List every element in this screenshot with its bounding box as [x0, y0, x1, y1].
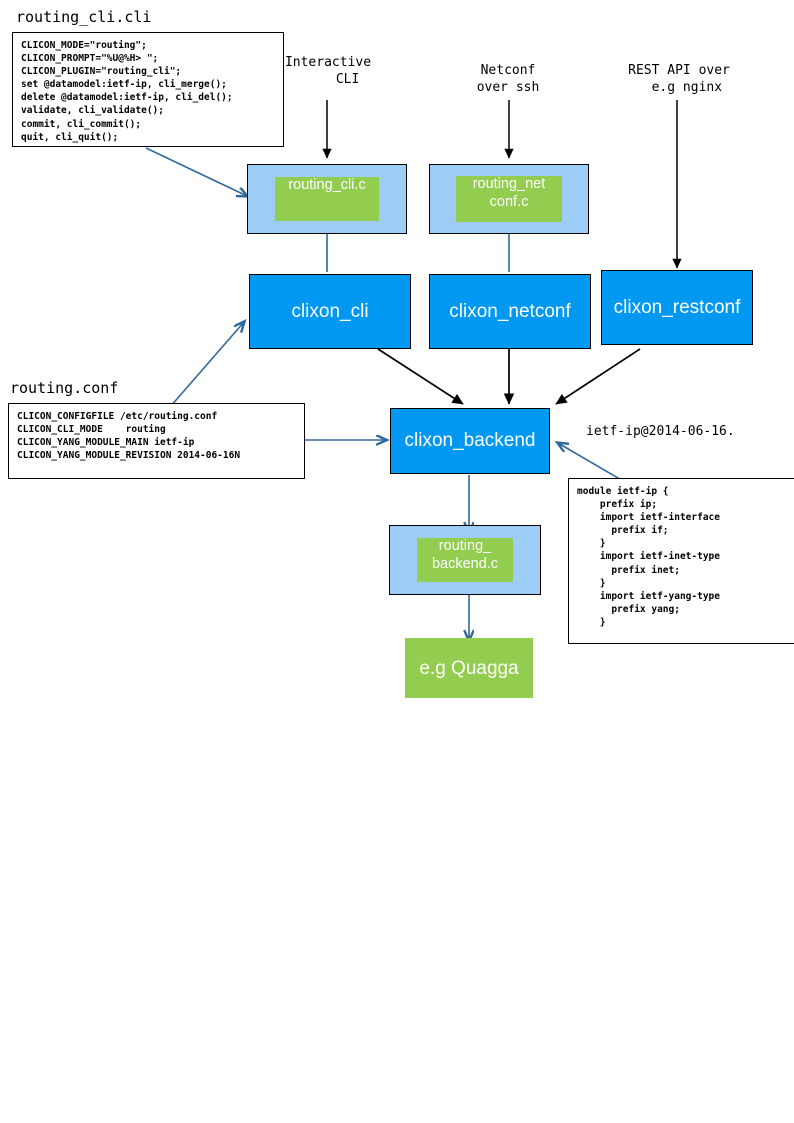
conf-file-title: routing.conf: [10, 379, 119, 397]
routing-daemon-quagga[interactable]: e.g Quagga: [405, 638, 533, 698]
plugin-routing-netconf-c[interactable]: routing_net conf.c: [456, 176, 562, 222]
cli-file-title: routing_cli.cli: [16, 8, 152, 26]
process-clixon-cli[interactable]: clixon_cli: [249, 274, 411, 349]
annotation-netconf-ssh: Netconf over ssh: [476, 63, 540, 95]
edge-clifile-to-plugin: [145, 147, 247, 196]
annotation-interactive-cli: Interactive CLI: [284, 55, 372, 87]
process-clixon-backend[interactable]: clixon_backend: [390, 408, 550, 474]
process-clixon-netconf[interactable]: clixon_netconf: [429, 274, 591, 349]
plugin-routing-cli-c[interactable]: routing_cli.c: [275, 177, 379, 221]
process-clixon-restconf[interactable]: clixon_restconf: [601, 270, 753, 345]
plugin-routing-backend-c[interactable]: routing_ backend.c: [417, 538, 513, 582]
container-routing-netconf-plugin: routing_net conf.c: [429, 164, 589, 234]
ipc-arrows: [377, 348, 641, 405]
container-routing-backend-plugin: routing_ backend.c: [389, 525, 541, 595]
conf-file-codebox: CLICON_CONFIGFILE /etc/routing.conf CLIC…: [8, 403, 305, 479]
annotation-rest-api: REST API over e.g nginx: [628, 63, 730, 95]
cli-file-codebox: CLICON_MODE="routing"; CLICON_PROMPT="%U…: [12, 32, 284, 147]
yang-module-label: ietf-ip@2014-06-16.: [586, 424, 735, 439]
yang-module-codebox: module ietf-ip { prefix ip; import ietf-…: [568, 478, 794, 644]
container-routing-cli-plugin: routing_cli.c: [247, 164, 407, 234]
